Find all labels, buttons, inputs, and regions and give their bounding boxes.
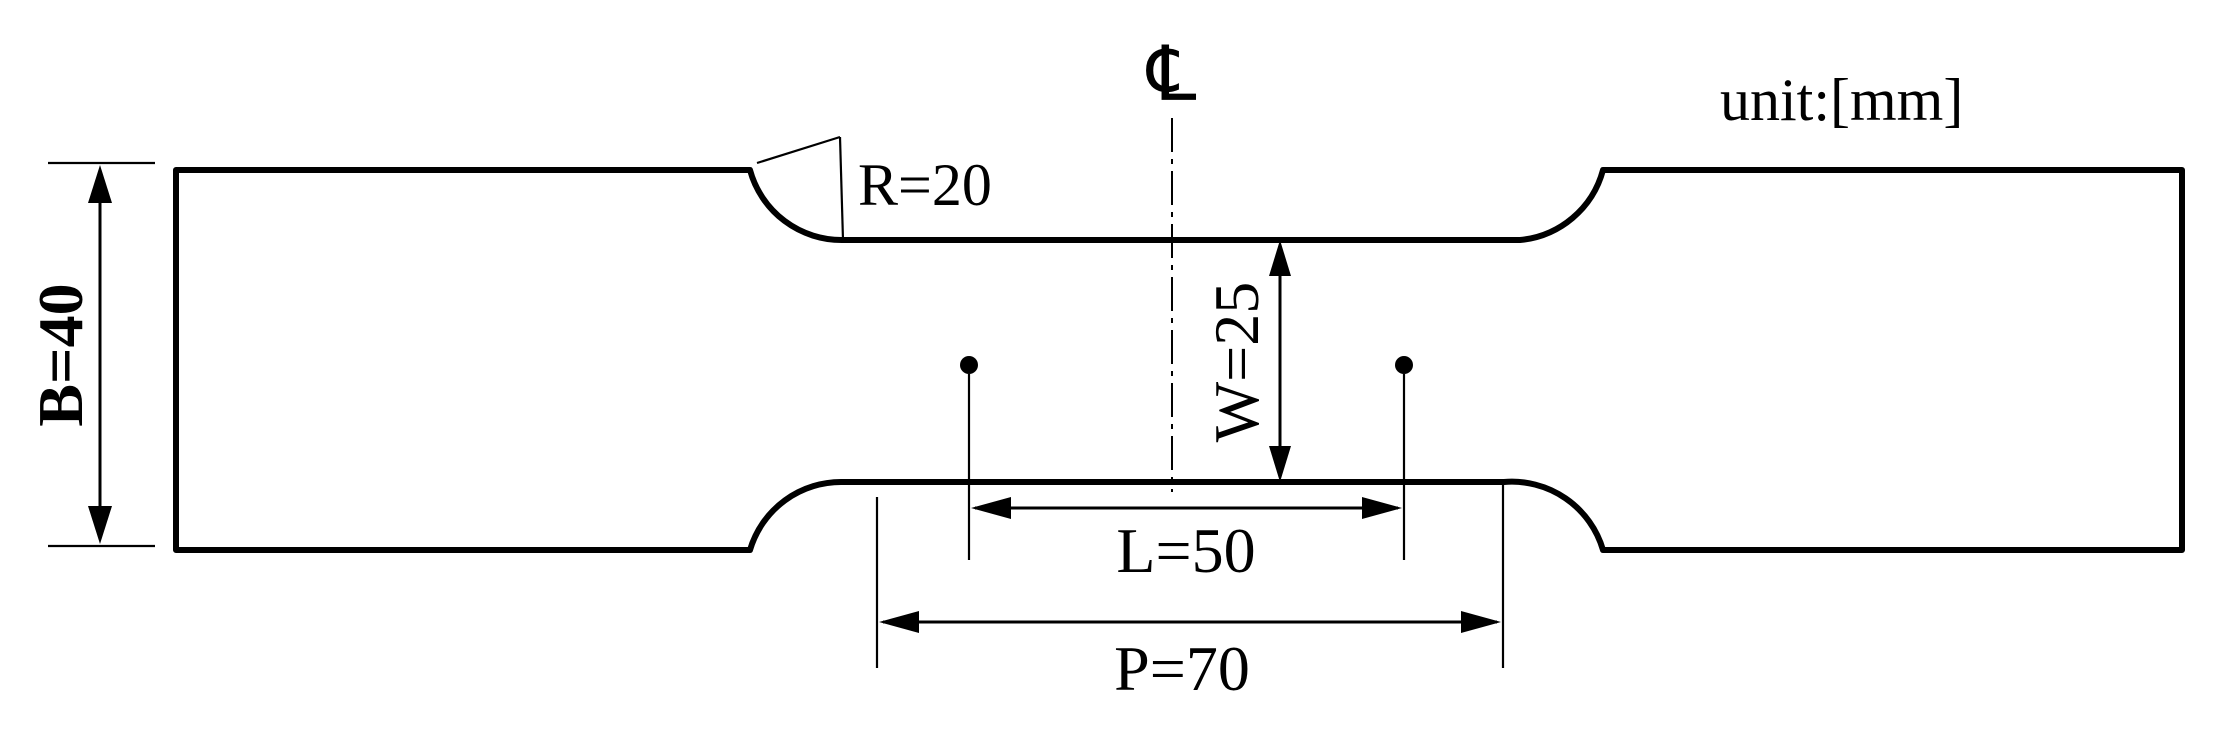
dimension-label-l: L=50 [1116,515,1255,586]
dimension-r: R=20 [756,135,992,241]
dimension-label-w: W=25 [1201,282,1272,443]
unit-note: unit:[mm] [1720,67,1963,133]
dimension-p: P=70 [875,482,1505,704]
arrowhead-w-top [1269,240,1291,276]
dimension-label-p: P=70 [1114,633,1250,704]
leader-r-vertical [838,136,845,241]
dimension-b: B=40 [25,161,155,548]
dimension-w: W=25 [1201,240,1291,482]
specimen-outline [173,167,2185,553]
arrowhead-p-right [1461,611,1501,633]
leader-r-diagonal [756,135,841,165]
arrowhead-w-bottom [1269,446,1291,482]
arrowhead-l-left [971,497,1011,519]
gauge-mark-right [1395,356,1413,374]
arrowhead-l-right [1362,497,1402,519]
arrowhead-b-top [88,165,112,203]
arrowhead-p-left [879,611,919,633]
dimension-l: L=50 [971,497,1402,586]
arrowhead-b-bottom [88,506,112,544]
centerline-symbol: ℄ [1146,33,1197,117]
gauge-mark-left [960,356,978,374]
dimension-label-r: R=20 [858,152,992,218]
dimension-label-b: B=40 [25,283,96,426]
